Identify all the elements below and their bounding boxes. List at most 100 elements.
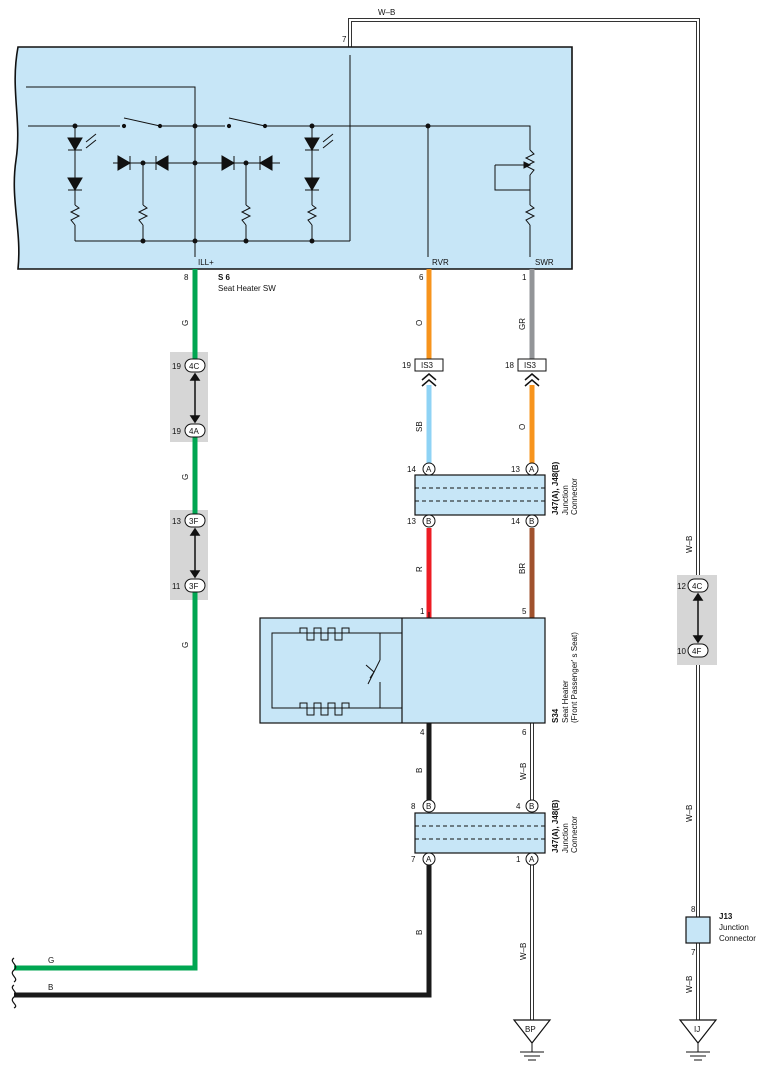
svg-text:B: B	[426, 802, 431, 811]
pin-rvr-number: 6	[419, 273, 424, 282]
heater-pin-5: 5	[522, 607, 527, 616]
svg-text:14: 14	[511, 517, 520, 526]
wire-g-label-3: G	[181, 642, 190, 648]
j13-name2: Connector	[719, 934, 756, 943]
svg-text:4C: 4C	[692, 582, 702, 591]
svg-text:12: 12	[677, 582, 686, 591]
switch-name: Seat Heater SW	[218, 284, 276, 293]
svg-text:IS3: IS3	[421, 361, 434, 370]
svg-text:B: B	[529, 802, 534, 811]
junction-connector-upper: A A B B 14 13 13 14	[407, 462, 546, 528]
pin-ill-number: 8	[184, 273, 189, 282]
svg-text:A: A	[426, 855, 432, 864]
connector-4c-left: 4C 19	[172, 358, 206, 373]
wire-swr-label-2: O	[518, 424, 527, 430]
wire-b-label-1: B	[415, 768, 424, 773]
svg-text:13: 13	[407, 517, 416, 526]
wire-g	[14, 269, 198, 971]
wire-b-label-2: B	[415, 930, 424, 935]
svg-text:B: B	[529, 517, 534, 526]
connector-is3-right: IS3 18	[505, 358, 547, 387]
j13-pin-top: 8	[691, 905, 696, 914]
junction-upper-ref: J47(A), J48(B)	[551, 461, 560, 515]
wire-g-label-2: G	[181, 474, 190, 480]
svg-text:8: 8	[411, 802, 416, 811]
connector-4c-right: 4C 12	[677, 578, 709, 593]
wire-g-label-4: G	[48, 956, 54, 965]
pin-e-number: 7	[342, 35, 347, 44]
ground-ij: IJ	[678, 1019, 718, 1061]
switch-components	[67, 123, 532, 244]
svg-text:A: A	[529, 465, 535, 474]
svg-text:10: 10	[677, 647, 686, 656]
svg-text:19: 19	[402, 361, 411, 370]
junction-lower-name: Junction	[561, 823, 570, 853]
pin-swr-number: 1	[522, 273, 527, 282]
wire-rvr-label-1: O	[415, 320, 424, 326]
svg-text:3F: 3F	[189, 582, 198, 591]
wire-wb-label-4: W–B	[685, 805, 694, 822]
pin-swr-term: SWR	[535, 258, 554, 267]
svg-text:11: 11	[172, 582, 181, 591]
wire-swr-label-3: BR	[518, 563, 527, 574]
wire-b	[14, 723, 432, 998]
svg-text:A: A	[426, 465, 432, 474]
pin-ill-term: ILL+	[198, 258, 214, 267]
j13-name: Junction	[719, 923, 749, 932]
svg-text:3F: 3F	[189, 517, 198, 526]
svg-text:IS3: IS3	[524, 361, 537, 370]
connector-link-4c-4a	[189, 372, 201, 424]
svg-text:19: 19	[172, 362, 181, 371]
wire-break-markers	[11, 957, 17, 1009]
junction-connector-lower: B B A A 8 4 7 1	[411, 799, 546, 866]
svg-text:4C: 4C	[189, 362, 199, 371]
svg-text:13: 13	[172, 517, 181, 526]
connector-3f-top: 3F 13	[172, 513, 206, 528]
seat-heater-switch-body	[13, 46, 573, 270]
heater-pin-4: 4	[420, 728, 425, 737]
wire-rvr-label-3: R	[415, 566, 424, 572]
connector-is3-left: IS3 19	[402, 358, 444, 387]
wire-g-label-1: G	[181, 320, 190, 326]
connector-link-4c-4f	[692, 592, 704, 644]
svg-text:4: 4	[516, 802, 521, 811]
connector-4a-left: 4A 19	[172, 423, 206, 438]
wire-swr-label-1: GR	[518, 318, 527, 330]
heater-pin-6: 6	[522, 728, 527, 737]
svg-text:18: 18	[505, 361, 514, 370]
svg-text:BP: BP	[525, 1025, 536, 1034]
svg-text:1: 1	[516, 855, 521, 864]
j13-connector	[685, 916, 711, 944]
svg-text:4F: 4F	[692, 647, 701, 656]
wb-top-loop	[348, 18, 700, 1022]
svg-text:A: A	[529, 855, 535, 864]
svg-text:7: 7	[411, 855, 416, 864]
wire-wb-label-5: W–B	[685, 976, 694, 993]
connector-3f-bottom: 3F 11	[172, 578, 206, 593]
junction-upper-name2: Connector	[570, 478, 579, 515]
heater-name: Seat Heater	[561, 680, 570, 723]
svg-text:14: 14	[407, 465, 416, 474]
svg-text:4A: 4A	[189, 427, 199, 436]
heater-pin-1: 1	[420, 607, 425, 616]
wire-b-label-3: B	[48, 983, 53, 992]
switch-ref: S 6	[218, 273, 231, 282]
seat-heater-body	[259, 612, 546, 724]
junction-lower-name2: Connector	[570, 816, 579, 853]
wire-wb-top-label: W–B	[378, 8, 395, 17]
junction-upper-name: Junction	[561, 485, 570, 515]
heater-subname: (Front Passenger' s Seat)	[570, 632, 579, 723]
heater-ref: S34	[551, 708, 560, 723]
svg-text:19: 19	[172, 427, 181, 436]
ground-bp: BP	[512, 1019, 552, 1061]
j13-ref: J13	[719, 912, 733, 921]
junction-lower-ref: J47(A), J48(B)	[551, 799, 560, 853]
connector-4f-right: 4F 10	[677, 643, 709, 658]
svg-text:13: 13	[511, 465, 520, 474]
svg-text:IJ: IJ	[694, 1025, 700, 1034]
wire-wb-label-3: W–B	[685, 536, 694, 553]
j13-pin-bottom: 7	[691, 948, 696, 957]
connector-link-3f	[189, 527, 201, 579]
wire-wb-label-2: W–B	[519, 943, 528, 960]
